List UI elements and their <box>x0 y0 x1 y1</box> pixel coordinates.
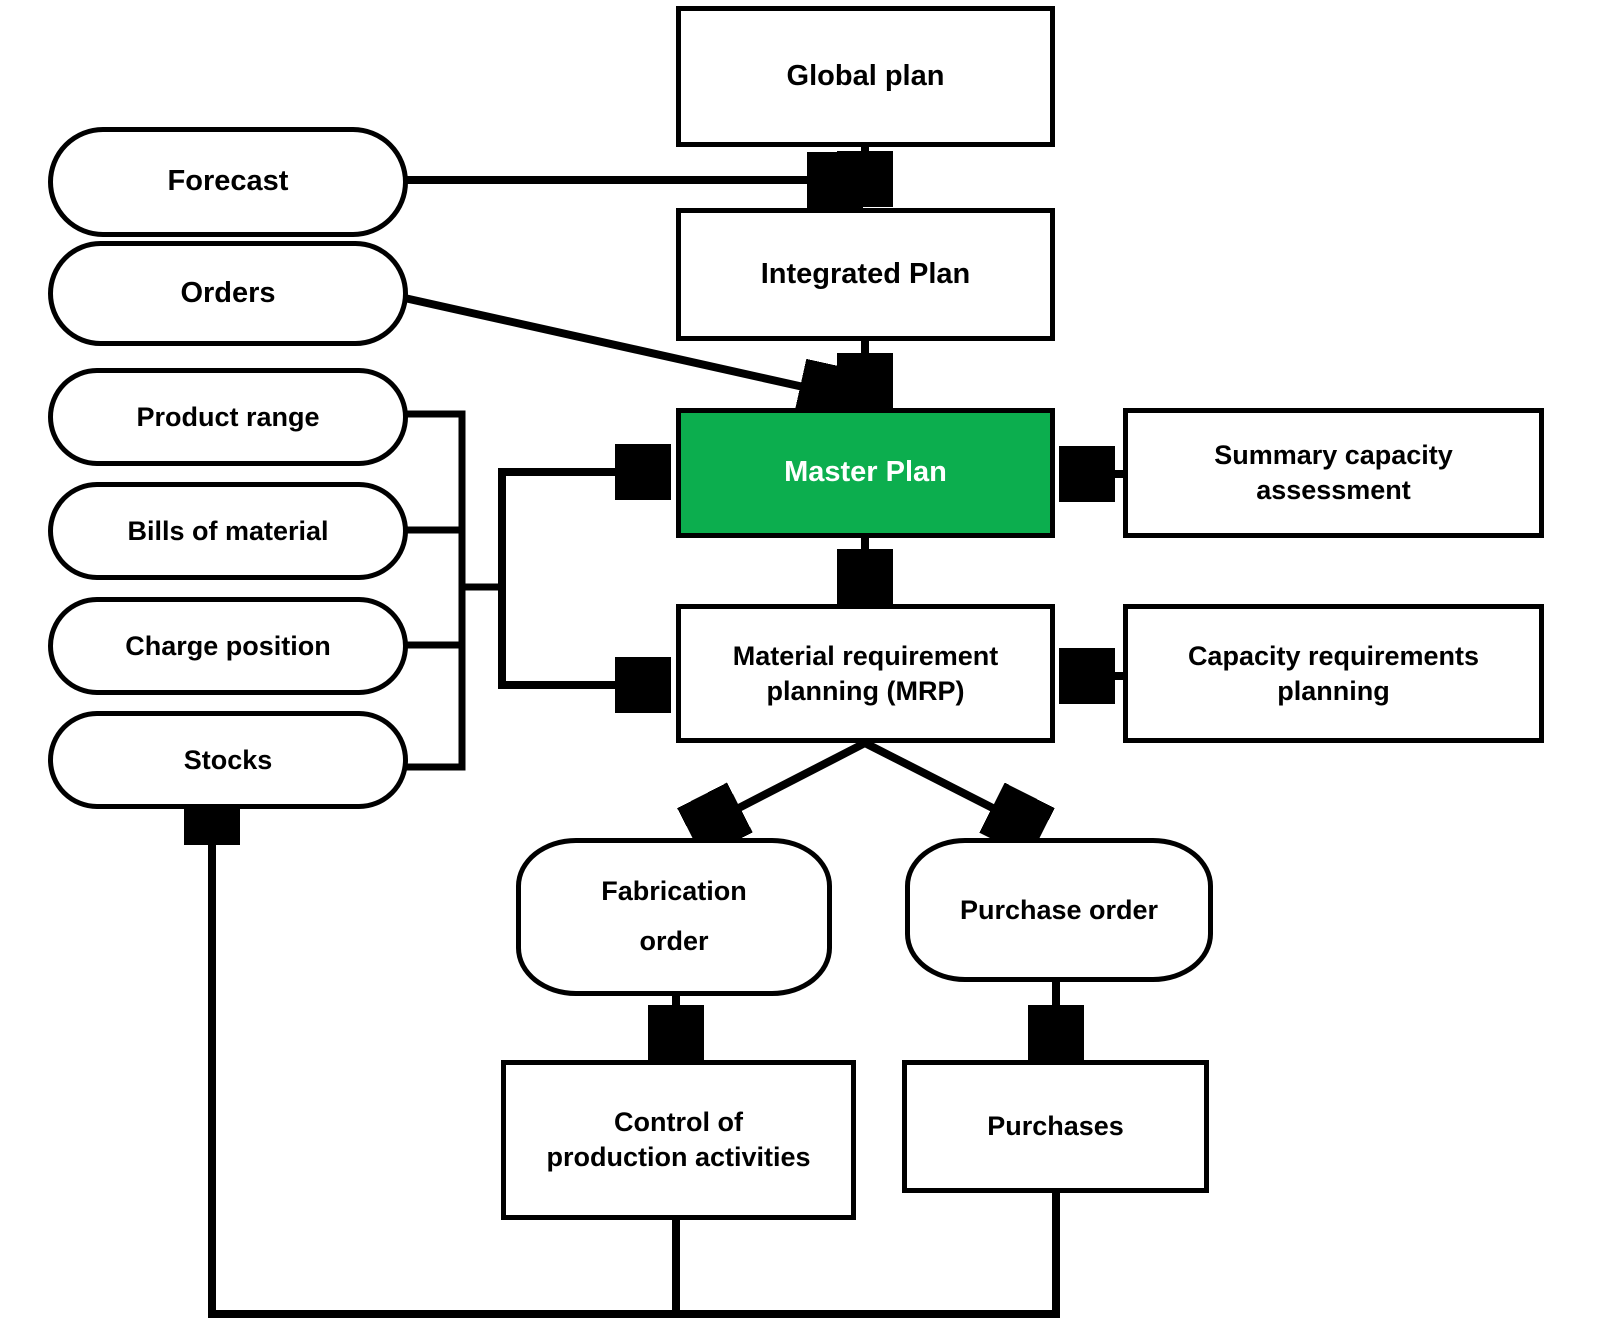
node-product-range-label: Product range <box>136 401 320 432</box>
node-summary-capacity-assessment[interactable]: Summary capacity assessment <box>1123 408 1544 538</box>
node-control-of-production-activities-label: Control of production activities <box>546 1107 811 1172</box>
node-global-plan-label: Global plan <box>786 59 945 92</box>
node-purchases[interactable]: Purchases <box>902 1060 1209 1193</box>
edge-mrp-to-purchase <box>863 739 1032 828</box>
node-forecast-label: Forecast <box>167 165 289 198</box>
node-stocks[interactable]: Stocks <box>48 711 408 809</box>
node-forecast[interactable]: Forecast <box>48 127 408 237</box>
node-mrp-label: Material requirement planning (MRP) <box>732 640 999 706</box>
node-purchase-order[interactable]: Purchase order <box>905 838 1213 982</box>
node-purchases-label: Purchases <box>987 1111 1124 1142</box>
node-fabrication-order[interactable]: Fabrication order <box>516 838 832 996</box>
node-fabrication-order-label: Fabrication order <box>601 876 747 956</box>
node-integrated-plan-label: Integrated Plan <box>760 257 971 290</box>
node-master-plan[interactable]: Master Plan <box>676 408 1055 538</box>
node-bills-of-material[interactable]: Bills of material <box>48 482 408 580</box>
node-master-plan-label: Master Plan <box>784 456 947 489</box>
node-capacity-requirements-planning[interactable]: Capacity requirements planning <box>1123 604 1544 743</box>
node-integrated-plan[interactable]: Integrated Plan <box>676 208 1055 341</box>
edge-input-bus <box>405 410 660 771</box>
node-bills-of-material-label: Bills of material <box>127 515 329 546</box>
node-charge-position-label: Charge position <box>125 630 331 661</box>
node-capacity-requirements-planning-label: Capacity requirements planning <box>1187 640 1480 706</box>
node-charge-position[interactable]: Charge position <box>48 597 408 695</box>
node-stocks-label: Stocks <box>183 744 273 775</box>
node-mrp[interactable]: Material requirement planning (MRP) <box>676 604 1055 743</box>
edge-mrp-to-fabrication <box>700 739 867 828</box>
node-purchase-order-label: Purchase order <box>959 894 1159 925</box>
node-orders[interactable]: Orders <box>48 241 408 346</box>
node-global-plan[interactable]: Global plan <box>676 6 1055 147</box>
node-summary-capacity-assessment-label: Summary capacity assessment <box>1214 440 1453 505</box>
node-control-of-production-activities[interactable]: Control of production activities <box>501 1060 856 1220</box>
node-orders-label: Orders <box>180 276 276 309</box>
node-product-range[interactable]: Product range <box>48 368 408 466</box>
